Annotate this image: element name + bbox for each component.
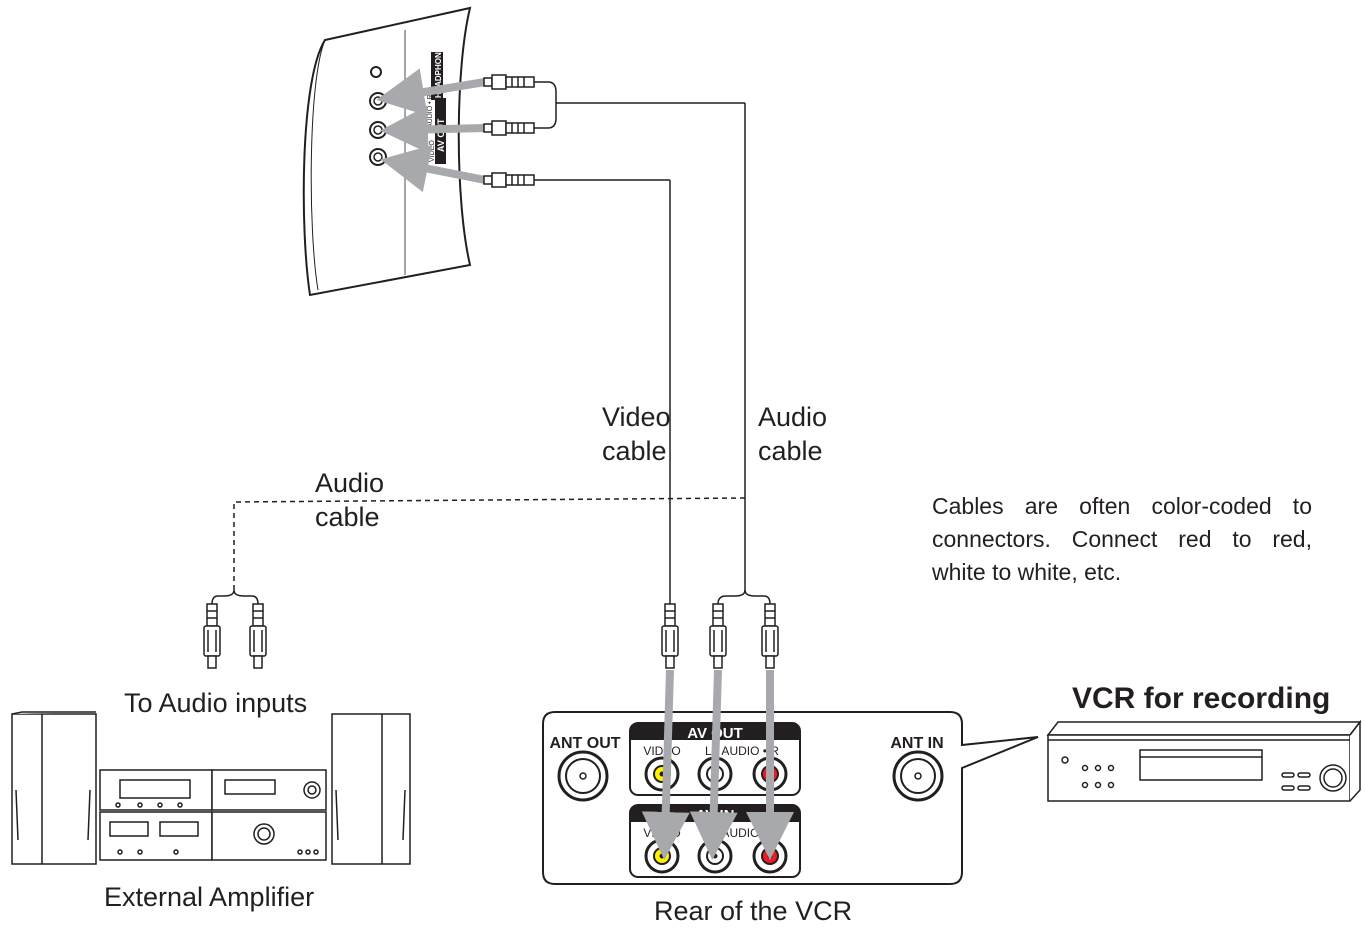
ant-out-connector	[557, 750, 609, 802]
color-coding-note: Cables are often color-coded to connecto…	[932, 493, 1312, 585]
vcr-rear-panel: ANT OUT ANT IN AV OUT VIDEO L • AUDIO • …	[542, 711, 1039, 885]
tv-arrows	[376, 68, 486, 193]
to-audio-inputs-label: To Audio inputs	[124, 688, 308, 718]
tv-jack-video	[369, 148, 387, 166]
tv-jack-l	[369, 121, 387, 139]
tv-video-label: VIDEO	[429, 140, 436, 162]
vcr-ant-in-label: ANT IN	[890, 735, 943, 752]
vcr-ant-out-label: ANT OUT	[549, 735, 620, 752]
ant-in-connector	[892, 750, 944, 802]
amp-cable-split	[211, 589, 259, 605]
tv-audio-label: AUDIO • R	[427, 94, 434, 128]
vcr-in-jacks	[644, 838, 788, 874]
vertical-plugs	[203, 603, 779, 669]
tv-headphone-label: HEADPHONE	[434, 46, 443, 98]
audio-cable-amp-label-line2: cable	[315, 502, 380, 532]
external-amplifier-label: External Amplifier	[104, 882, 315, 912]
vcr-for-recording-label: VCR for recording	[1072, 682, 1331, 715]
video-cable-label-line2: cable	[602, 436, 667, 466]
audio-cable-amp-label-line1: Audio	[315, 468, 385, 498]
cables	[534, 81, 771, 605]
tv-side-panel: HEADPHONE AV OUT AUDIO • R VIDEO	[302, 6, 472, 297]
rear-of-vcr-label: Rear of the VCR	[654, 896, 853, 926]
tv-jack-r	[369, 92, 387, 110]
tv-av-out-label: AV OUT	[436, 118, 446, 152]
tv-plugs	[483, 74, 535, 188]
vcr-arrows	[641, 669, 794, 860]
vcr-out-audio-label: L • AUDIO • R	[705, 744, 779, 758]
audio-cable-vcr-label: Audio cable	[758, 400, 827, 468]
audio-cable-vcr-label-line2: cable	[758, 436, 823, 466]
video-cable-label: Video cable	[602, 400, 671, 468]
video-cable-label-line1: Video	[602, 402, 671, 432]
vcr-out-video-label: VIDEO	[643, 744, 680, 758]
amp-audio-cable	[233, 497, 746, 590]
audio-cable-vcr-label-line1: Audio	[758, 402, 828, 432]
external-amplifier-icon	[11, 711, 411, 865]
vcr-out-jacks	[644, 756, 788, 792]
audio-cable-amp-label: Audio cable	[315, 466, 384, 534]
vcr-front-icon	[1046, 719, 1362, 802]
